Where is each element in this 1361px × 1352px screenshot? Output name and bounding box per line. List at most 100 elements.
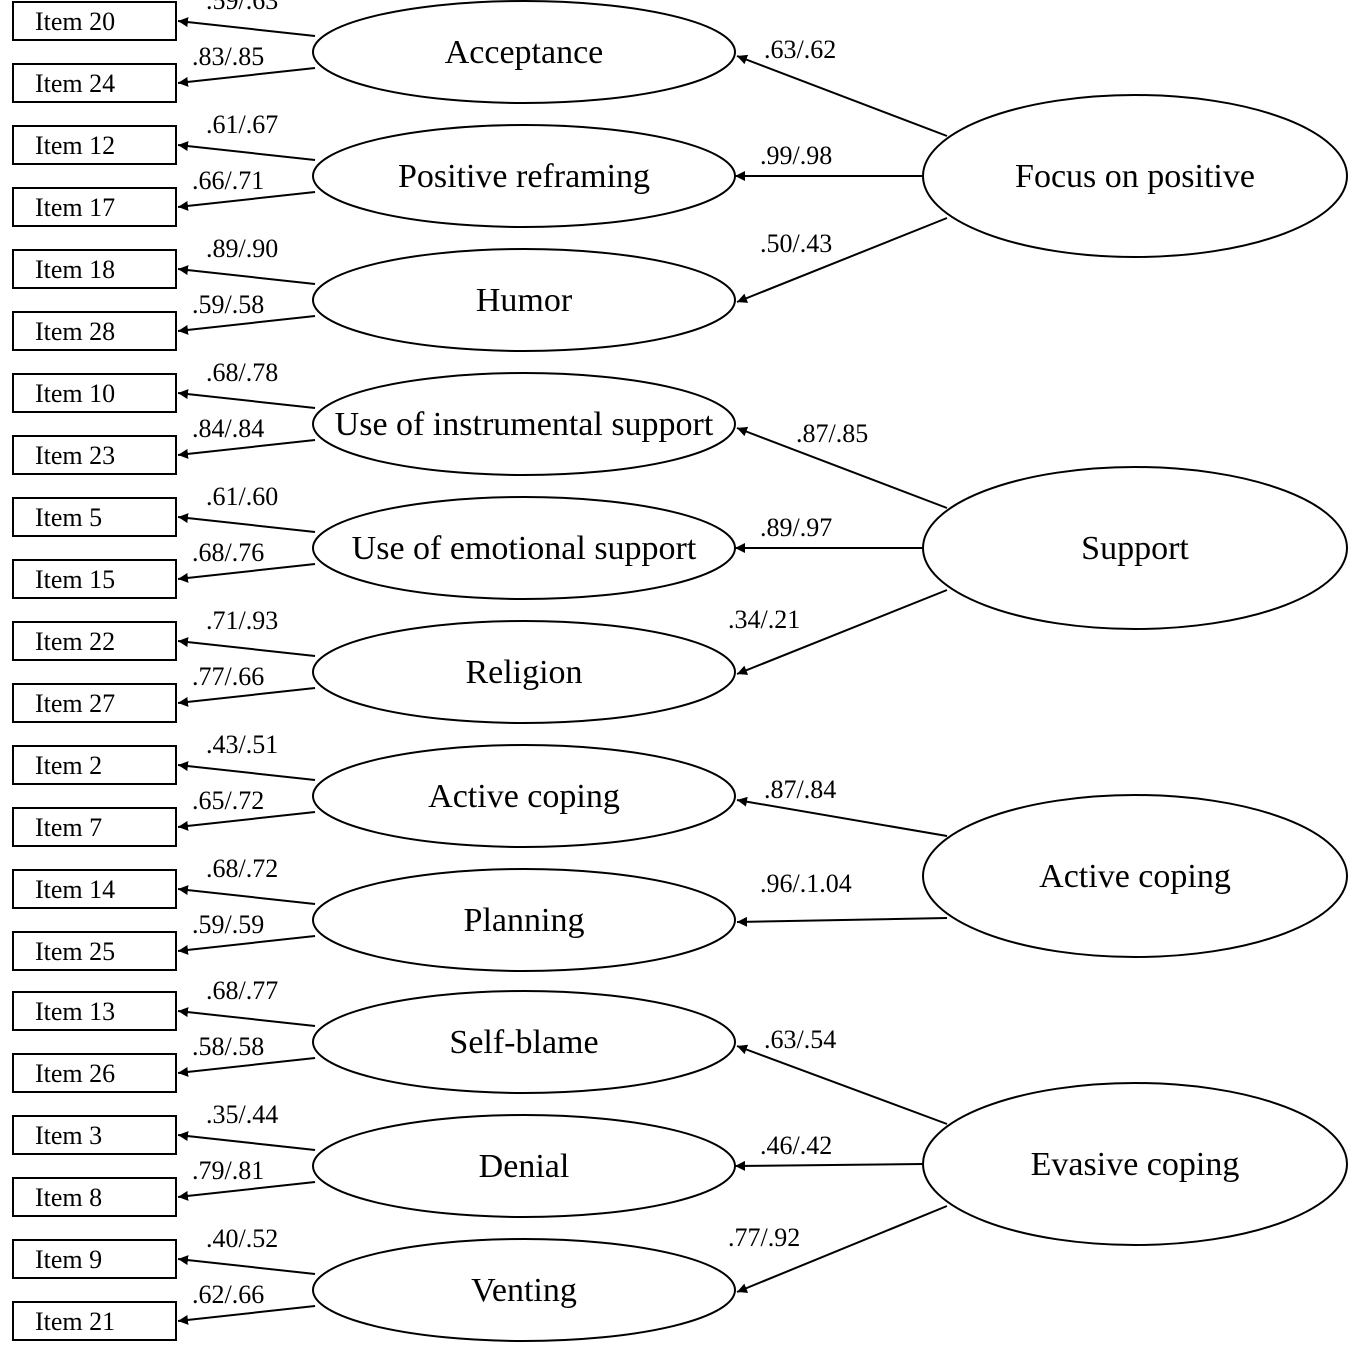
subscale-outline xyxy=(312,0,736,104)
subscale-loading-label: .87/.84 xyxy=(764,775,836,804)
subscale-ellipse: Planning xyxy=(312,868,736,972)
factor-outline xyxy=(922,94,1348,258)
subscale-outline xyxy=(312,1238,736,1342)
subscale-label: Self-blame xyxy=(449,1024,598,1061)
item-box-outline xyxy=(12,991,177,1031)
item-box-outline xyxy=(12,187,177,227)
subscale-outline xyxy=(312,248,736,352)
subscale-loading-label: .87/.85 xyxy=(796,419,868,448)
subscale-ellipse: Acceptance xyxy=(312,0,736,104)
subscale-label: Active coping xyxy=(428,778,620,815)
factor-2-to-subscale-0-path xyxy=(736,796,948,837)
subscale-to-item-path xyxy=(177,1057,316,1077)
subscale-to-item-path xyxy=(177,687,316,707)
item-loading-label: .68/.72 xyxy=(206,854,278,883)
item-box: Item 17 xyxy=(12,187,177,227)
subscale-ellipse: Positive reframing xyxy=(312,124,736,228)
item-box: Item 8 xyxy=(12,1177,177,1217)
item-loading-label: .59/.59 xyxy=(192,910,264,939)
subscale-to-item-path xyxy=(177,1255,316,1275)
item-label: Item 28 xyxy=(35,317,115,346)
subscale-outline xyxy=(312,990,736,1094)
subscale-to-item-path xyxy=(177,513,316,533)
subscale-to-item-path xyxy=(177,563,316,583)
item-loading-label: .43/.51 xyxy=(206,730,278,759)
subscale-to-item-path xyxy=(177,935,316,955)
factor-2-to-subscale-1-path xyxy=(736,916,948,927)
item-label: Item 26 xyxy=(35,1059,115,1088)
subscale-to-item-path xyxy=(177,191,316,211)
item-label: Item 9 xyxy=(35,1245,102,1274)
subscale-ellipse: Venting xyxy=(312,1238,736,1342)
item-loading-label: .58/.58 xyxy=(192,1032,264,1061)
item-label: Item 5 xyxy=(35,503,102,532)
subscale-label: Religion xyxy=(465,654,582,691)
item-box: Item 3 xyxy=(12,1115,177,1155)
subscale-label: Acceptance xyxy=(445,34,604,71)
subscale-to-item-path xyxy=(177,141,316,161)
subscale-label: Venting xyxy=(471,1272,577,1309)
subscale-label: Positive reframing xyxy=(398,158,650,195)
item-box: Item 27 xyxy=(12,683,177,723)
subscale-ellipse: Active coping xyxy=(312,744,736,848)
item-box-outline xyxy=(12,1053,177,1093)
item-box: Item 20 xyxy=(12,1,177,41)
item-box-outline xyxy=(12,63,177,103)
item-label: Item 8 xyxy=(35,1183,102,1212)
subscale-to-item-path xyxy=(177,265,316,285)
item-box: Item 23 xyxy=(12,435,177,475)
factor-3-to-subscale-0-path xyxy=(736,1044,948,1125)
subscale-label: Use of emotional support xyxy=(352,530,697,567)
subscale-loading-label: .99/.98 xyxy=(760,141,832,170)
subscale-to-item-path xyxy=(177,439,316,459)
factor-label: Evasive coping xyxy=(1031,1146,1240,1183)
subscale-loading-label: .34/.21 xyxy=(728,605,800,634)
subscale-ellipse: Self-blame xyxy=(312,990,736,1094)
subscale-to-item-path xyxy=(177,811,316,831)
item-box: Item 2 xyxy=(12,745,177,785)
factor-ellipse: Active coping xyxy=(922,794,1348,958)
item-loading-label: .68/.76 xyxy=(192,538,264,567)
item-box-outline xyxy=(12,1,177,41)
item-loading-label: .84/.84 xyxy=(192,414,264,443)
item-box: Item 21 xyxy=(12,1301,177,1341)
subscale-ellipse: Use of instrumental support xyxy=(312,372,736,476)
item-loading-label: .83/.85 xyxy=(192,42,264,71)
subscale-outline xyxy=(312,868,736,972)
factor-ellipse: Evasive coping xyxy=(922,1082,1348,1246)
factor-1-to-subscale-2-path xyxy=(736,589,948,675)
item-label: Item 2 xyxy=(35,751,102,780)
subscale-label: Humor xyxy=(476,282,573,319)
item-loading-label: .59/.58 xyxy=(192,290,264,319)
subscale-to-item-path xyxy=(177,389,316,409)
subscale-to-item-path xyxy=(177,637,316,657)
item-box-outline xyxy=(12,745,177,785)
item-box-outline xyxy=(12,683,177,723)
subscale-loading-label: .46/.42 xyxy=(760,1131,832,1160)
item-label: Item 27 xyxy=(35,689,115,718)
factor-ellipse: Focus on positive xyxy=(922,94,1348,258)
loading-label-layer: .63/.62.59/.63.83/.85.99/.98.61/.67.66/.… xyxy=(192,0,868,1309)
item-box-outline xyxy=(12,559,177,599)
subscale-ellipse: Denial xyxy=(312,1114,736,1218)
item-loading-label: .89/.90 xyxy=(206,234,278,263)
item-box: Item 14 xyxy=(12,869,177,909)
item-loading-label: .62/.66 xyxy=(192,1280,264,1309)
item-loading-label: .65/.72 xyxy=(192,786,264,815)
item-label: Item 25 xyxy=(35,937,115,966)
factor-0-to-subscale-0-path xyxy=(736,54,948,137)
item-label: Item 3 xyxy=(35,1121,102,1150)
item-loading-label: .77/.66 xyxy=(192,662,264,691)
subscale-ellipse: Use of emotional support xyxy=(312,496,736,600)
factor-0-to-subscale-2-path xyxy=(736,217,948,303)
item-label: Item 23 xyxy=(35,441,115,470)
factor-ellipse: Support xyxy=(922,466,1348,630)
item-box-outline xyxy=(12,807,177,847)
item-loading-label: .59/.63 xyxy=(206,0,278,15)
item-label: Item 21 xyxy=(35,1307,115,1336)
item-box: Item 12 xyxy=(12,125,177,165)
item-loading-label: .61/.60 xyxy=(206,482,278,511)
item-box-outline xyxy=(12,1301,177,1341)
subscale-to-item-path xyxy=(177,1181,316,1201)
